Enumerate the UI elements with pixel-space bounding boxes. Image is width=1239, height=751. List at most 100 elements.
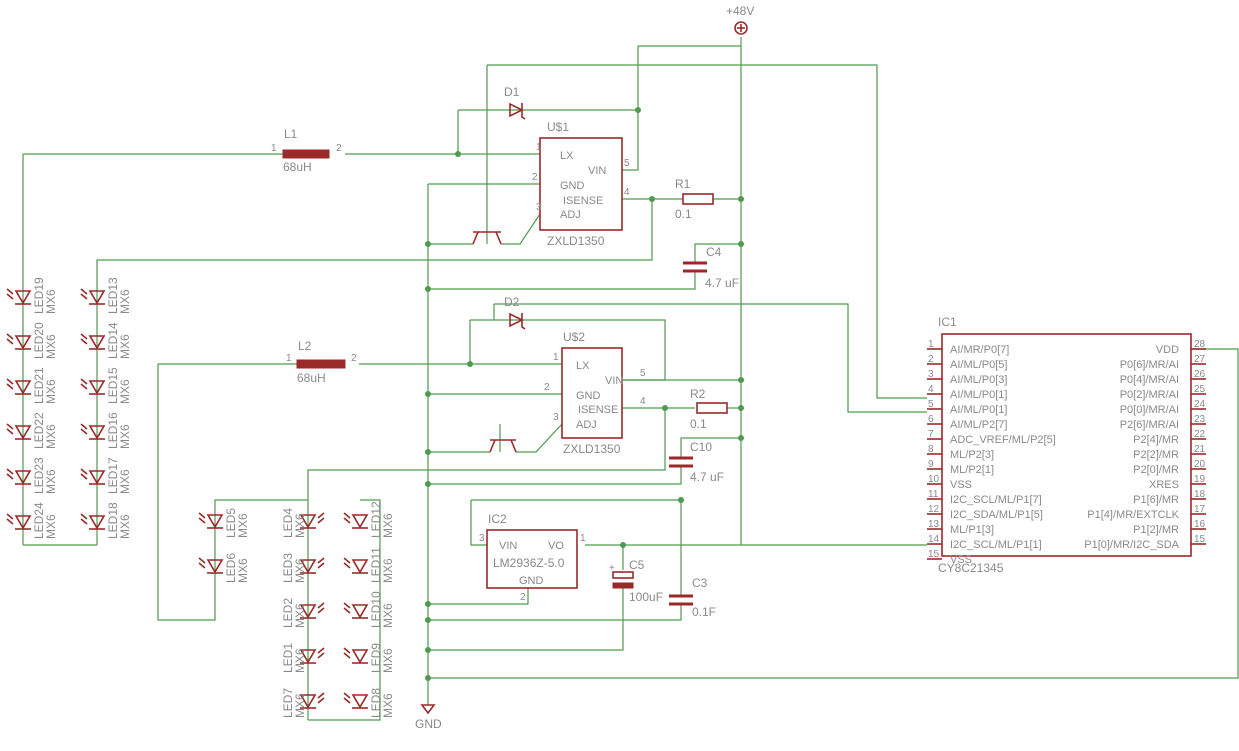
junctions <box>425 107 744 681</box>
ic1-left-pin-num: 11 <box>928 489 939 500</box>
r2-value: 0.1 <box>690 417 707 431</box>
ic1-left-pin-name: AI/ML/P2[7] <box>950 419 1007 431</box>
led-ref-label: LED3 <box>281 553 295 583</box>
ic1-right-pin-name: P1[2]/MR <box>1133 524 1179 536</box>
led-value-label: MX6 <box>293 558 307 583</box>
ic1-right-pin-num: 18 <box>1194 489 1206 500</box>
l2-pin1: 1 <box>286 353 292 364</box>
wires <box>22 37 1239 721</box>
u2-ref: U$2 <box>563 330 585 344</box>
ic2-vin: VIN <box>499 540 517 552</box>
ic2-vo: VO <box>548 540 564 552</box>
ic2-ref: IC2 <box>488 512 507 526</box>
led-value-label: MX6 <box>381 648 395 673</box>
ic1-left-pin-num: 6 <box>928 414 934 425</box>
transistor-q1 <box>472 231 502 245</box>
ic1-left-pin-name: I2C_SDA/ML/P1[5] <box>950 509 1043 521</box>
ic2-gnd: GND <box>519 575 544 587</box>
led-value-label: MX6 <box>293 693 307 718</box>
ic1-right-pin-num: 25 <box>1194 384 1206 395</box>
ic1-right-pin-num: 22 <box>1194 429 1206 440</box>
led-value-label: MX6 <box>118 289 132 314</box>
u2-pin-gnd: GND <box>576 390 601 402</box>
led-value-label: MX6 <box>44 289 58 314</box>
led-value-label: MX6 <box>44 379 58 404</box>
ic1-left-pin-num: 12 <box>928 504 940 515</box>
led-value-label: MX6 <box>44 334 58 359</box>
ic1-left-pin-num: 10 <box>928 474 940 485</box>
diode-d2: D2 <box>504 295 526 330</box>
led-ref-label: LED11 <box>369 547 383 583</box>
c3-ref: C3 <box>692 576 708 590</box>
led-value-label: MX6 <box>44 424 58 449</box>
svg-text:+: + <box>609 563 615 574</box>
u2-pin-isense: ISENSE <box>578 404 618 416</box>
led-value-label: MX6 <box>44 514 58 539</box>
u1-ref: U$1 <box>547 120 569 134</box>
inductor-l2: L2 68uH 1 2 <box>286 339 357 385</box>
ic1-left-pin-name: AI/MR/P0[7] <box>950 344 1009 356</box>
u1-pinno-vin: 5 <box>624 158 630 169</box>
ic1-left-pin-num: 14 <box>928 534 940 545</box>
led-ref-label: LED22 <box>32 412 46 449</box>
driver-u1: U$1 ZXLD1350 LX VIN GND ISENSE ADJ 1 5 2… <box>532 120 630 248</box>
l2-value: 68uH <box>297 371 326 385</box>
ic1-right-pin-num: 23 <box>1194 414 1206 425</box>
led-value-label: MX6 <box>118 514 132 539</box>
u2-part: ZXLD1350 <box>563 442 621 456</box>
d2-ref: D2 <box>504 295 520 309</box>
ic1-left-pin-num: 15 <box>928 549 940 560</box>
ic1-left-pin-num: 5 <box>928 399 934 410</box>
ic1-ref: IC1 <box>938 315 957 329</box>
led-ref-label: LED18 <box>106 502 120 539</box>
u2-pinno-lx: 1 <box>553 352 559 363</box>
l2-pin2: 2 <box>351 353 357 364</box>
l1-pin1: 1 <box>271 143 277 154</box>
u2-pin-vin: VIN <box>605 375 623 387</box>
u1-pin-adj: ADJ <box>560 209 581 221</box>
ic1-right-pin-name: P2[2]/MR <box>1133 449 1179 461</box>
vplus-label: +48V <box>726 4 754 18</box>
u2-pinno-gnd: 2 <box>544 382 550 393</box>
ic1-right-pin-num: 15 <box>1194 534 1206 545</box>
ic1-left-pin-num: 1 <box>928 339 934 350</box>
led-ref-label: LED16 <box>106 412 120 449</box>
ic1-right-pin-num: 26 <box>1194 369 1206 380</box>
gnd-symbol: GND <box>415 704 442 731</box>
ic1-left-pin-name: VSS <box>950 554 972 566</box>
ic1-left-pin-name: ML/P2[3] <box>950 449 994 461</box>
ic1-right-pin-name: XRES <box>1149 479 1179 491</box>
u2-pinno-isense: 4 <box>640 396 646 407</box>
ic1-left-pin-num: 2 <box>928 354 934 365</box>
ic2-pin-vin: 3 <box>479 533 485 544</box>
led-ref-label: LED7 <box>281 688 295 718</box>
ic1-left-pin-name: I2C_SCL/ML/P1[1] <box>950 539 1042 551</box>
ic2-pin-gnd: 2 <box>520 592 526 603</box>
ic1-left-pin-name: VSS <box>950 479 972 491</box>
c4-ref: C4 <box>706 245 722 259</box>
ic2-part: LM2936Z-5.0 <box>493 556 565 570</box>
led-value-label: MX6 <box>381 513 395 538</box>
ic1-right-pin-num: 21 <box>1194 444 1206 455</box>
u1-pin-lx: LX <box>560 150 574 162</box>
u1-pin-vin: VIN <box>588 165 606 177</box>
r1-ref: R1 <box>675 177 691 191</box>
led-ref-label: LED21 <box>32 367 46 404</box>
ic1-right-pin-num: 24 <box>1194 399 1206 410</box>
ic1-right-pin-name: P2[6]/MR/AI <box>1120 419 1179 431</box>
